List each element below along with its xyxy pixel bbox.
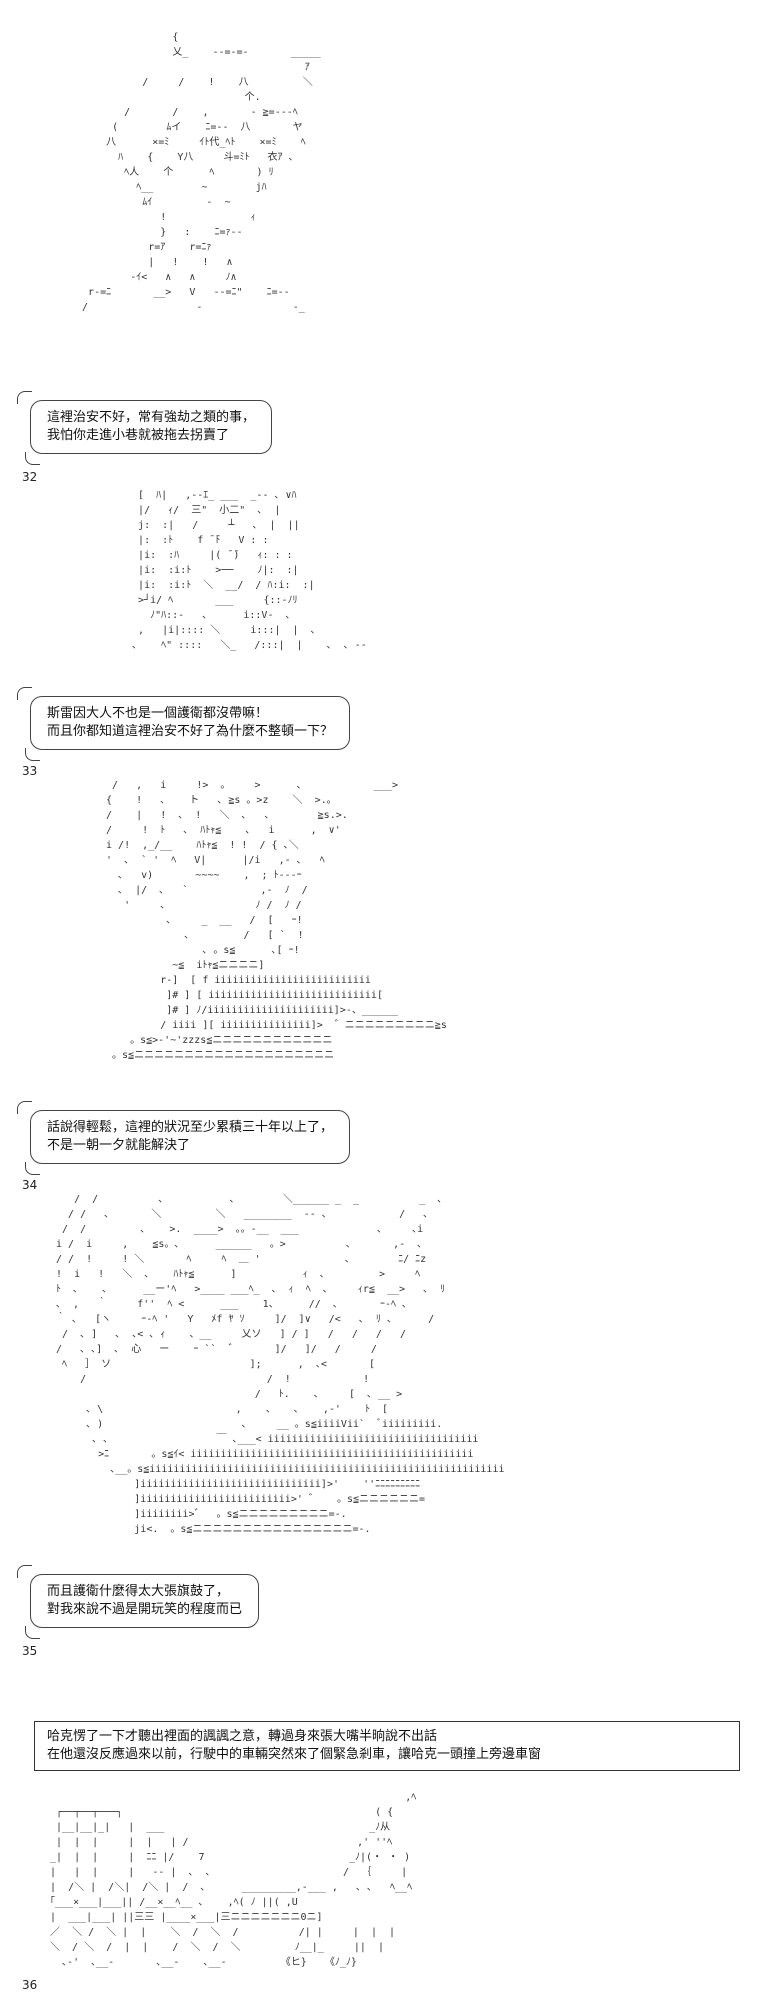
speech-line: 斯雷因大人不也是一個護衛都沒帶嘛！ <box>47 706 269 721</box>
speech-line: 對我來說不過是開玩笑的程度而已 <box>47 1602 243 1617</box>
speech-bubble-34: 話說得輕鬆，這裡的狀況至少累積三十年以上了， 不是一朝一夕就能解決了 <box>16 1101 351 1175</box>
speech-bubble-33: 斯雷因大人不也是一個護衛都沒帶嘛！ 而且你都知道這裡治安不好了為什麼不整頓一下？ <box>16 687 351 761</box>
narration-line: 哈克愣了一下才聽出裡面的諷諷之意，轉過身來張大嘴半晌說不出話 <box>47 1729 438 1744</box>
speech-bubble-32: 這裡治安不好，常有強劫之類的事， 我怕你走進小巷就被拖去拐賣了 <box>16 391 273 465</box>
panel-number: 34 <box>22 1178 38 1192</box>
speech-bubble-35: 而且護衛什麼得太大張旗鼓了， 對我來說不過是開玩笑的程度而已 <box>16 1565 260 1639</box>
speech-line: 話說得輕鬆，這裡的狀況至少累積三十年以上了， <box>47 1120 334 1135</box>
ascii-art-panel-35: / / ､ ､ ＼______ _ _ _ ､ / / ､ ＼ ＼ ______… <box>56 1194 505 1535</box>
panel-number: 33 <box>22 764 38 778</box>
ascii-art-panel-33: [ ﾊ| ,--ｴ_ ___ _-- ､ ∨ﾊ |/ ｨ/ 三" 小二" ､ |… <box>132 490 367 651</box>
ascii-art-panel-36: ,ﾍ ┌──┬──┬───┐ ( { |__|__|_| | ___ _ﾉ从 |… <box>50 1792 417 1968</box>
narration-line: 在他還沒反應過來以前，行駛中的車輛突然來了個緊急剎車，讓哈克一頭撞上旁邊車窗 <box>47 1747 542 1762</box>
speech-line: 不是一朝一夕就能解決了 <box>47 1138 191 1153</box>
panel-number: 32 <box>22 470 38 484</box>
panel-number: 36 <box>22 1978 38 1992</box>
narration-box-36: 哈克愣了一下才聽出裡面的諷諷之意，轉過身來張大嘴半晌說不出話 在他還沒反應過來以… <box>34 1721 740 1771</box>
speech-line: 我怕你走進小巷就被拖去拐賣了 <box>47 428 230 443</box>
ascii-art-panel-34: / , i !> 。 > ､ ___> { ! ､ ト ､ ≧s 。>z ＼ >… <box>106 780 447 1061</box>
panel-number: 35 <box>22 1644 38 1658</box>
speech-line: 而且護衛什麼得太大張旗鼓了， <box>47 1584 230 1599</box>
speech-line: 這裡治安不好，常有強劫之類的事， <box>47 410 256 425</box>
ascii-art-panel-32: { 乂_ --=-=- _____ ｱ / / ! 八 ＼ 个. / / , -… <box>82 32 321 313</box>
speech-line: 而且你都知道這裡治安不好了為什麼不整頓一下？ <box>47 724 334 739</box>
